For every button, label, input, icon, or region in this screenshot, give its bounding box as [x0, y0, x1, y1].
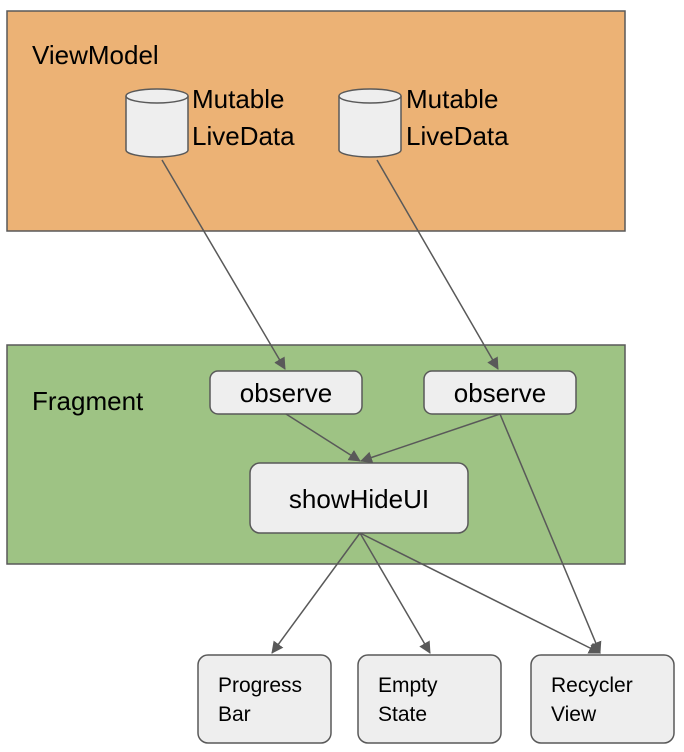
show-hide-ui-node: showHideUI: [249, 462, 469, 534]
livedata-1: Mutable LiveData: [125, 84, 295, 158]
recycler-view-line1: Recycler: [551, 674, 633, 697]
observe-2-label: observe: [454, 378, 547, 408]
empty-state-line2: State: [378, 703, 427, 726]
arrow-observe2-to-recycler: [499, 413, 602, 654]
progress-bar-line2: Bar: [218, 703, 251, 726]
database-cylinder-icon: [338, 88, 402, 158]
livedata-2-line1: Mutable: [406, 84, 499, 114]
recycler-view-node: Recycler View: [530, 654, 675, 744]
fragment-label: Fragment: [32, 386, 144, 416]
livedata-2-line2: LiveData: [406, 121, 509, 151]
progress-bar-line1: Progress: [218, 674, 302, 697]
arrows: [161, 159, 602, 654]
empty-state-node: Empty State: [357, 654, 502, 744]
arrow-showhide-to-recycler: [359, 532, 601, 654]
arrow-livedata1-to-observe1: [161, 159, 286, 370]
database-cylinder-icon: [125, 88, 189, 158]
arrow-observe2-to-showhide: [360, 413, 501, 464]
arrow-observe1-to-showhide: [285, 413, 361, 462]
progress-bar-node: Progress Bar: [197, 654, 332, 744]
viewmodel-label: ViewModel: [32, 40, 159, 70]
livedata-2: Mutable LiveData: [338, 84, 509, 158]
viewmodel-box: ViewModel: [6, 10, 626, 232]
observe-node-1: observe: [209, 370, 363, 415]
recycler-view-line2: View: [551, 703, 597, 726]
arrow-showhide-to-progress: [271, 532, 361, 654]
observe-node-2: observe: [423, 370, 577, 415]
empty-state-line1: Empty: [378, 674, 438, 697]
livedata-1-line1: Mutable: [192, 84, 285, 114]
arrow-showhide-to-empty: [359, 532, 431, 654]
livedata-1-line2: LiveData: [192, 121, 295, 151]
show-hide-ui-label: showHideUI: [289, 484, 429, 514]
observe-1-label: observe: [240, 378, 333, 408]
arrow-livedata2-to-observe2: [376, 159, 499, 370]
